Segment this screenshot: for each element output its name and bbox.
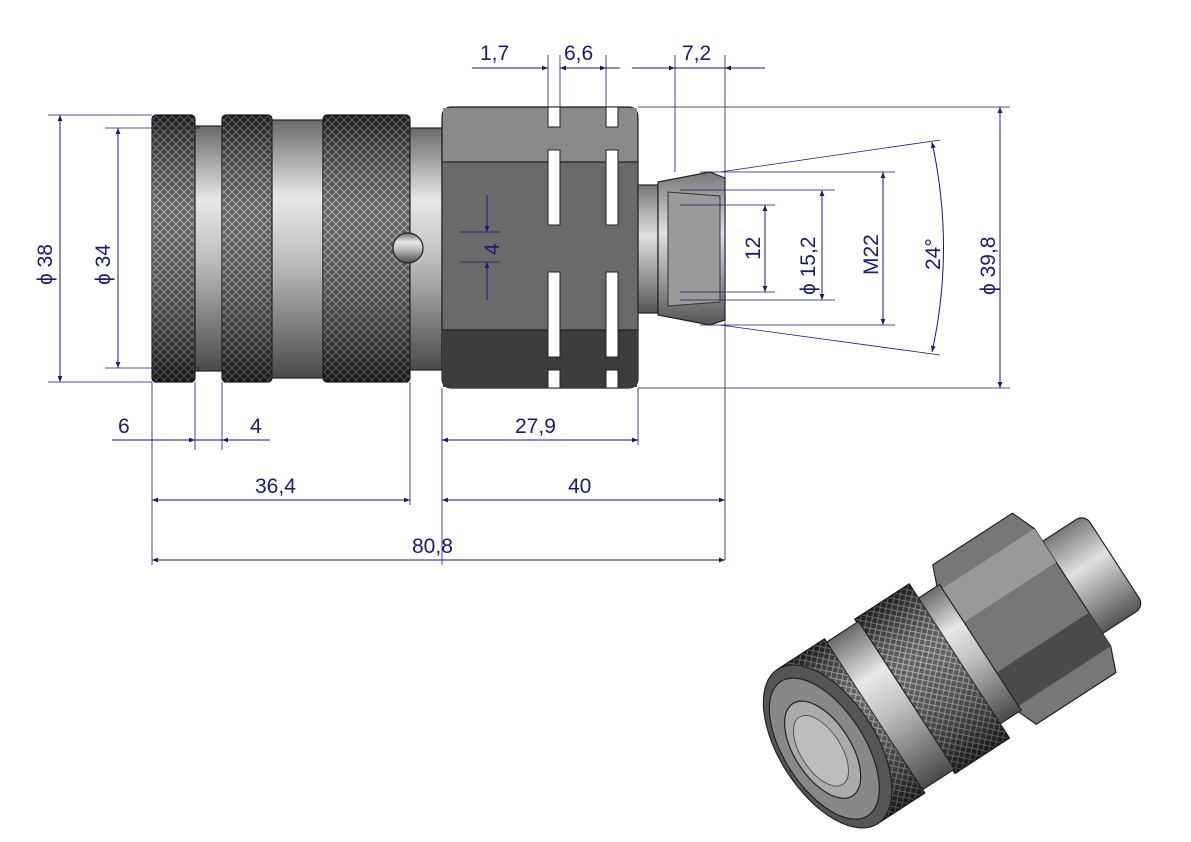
dim-36-4: 36,4: [255, 475, 296, 498]
dim-7-2: 7,2: [682, 42, 711, 65]
dim-ball-4: 4: [481, 243, 504, 255]
dim-40: 40: [568, 475, 591, 498]
dim-dia-34: ϕ 34: [92, 244, 115, 285]
isometric-view: [762, 512, 1142, 829]
locking-ball: [392, 232, 424, 264]
dim-bore-12: 12: [742, 237, 765, 260]
dim-80-8: 80,8: [412, 535, 453, 558]
dim-m22: M22: [860, 234, 883, 275]
dim-27-9: 27,9: [515, 415, 556, 438]
dim-dia-38: ϕ 38: [34, 244, 57, 285]
dim-angle-24: 24°: [922, 238, 945, 270]
dim-dia-39-8: ϕ 39,8: [977, 237, 1000, 295]
dim-1-7: 1,7: [480, 42, 509, 65]
dim-dia-15-2: ϕ 15,2: [797, 237, 820, 295]
dim-6-6: 6,6: [564, 42, 593, 65]
dimensions: 1,7 6,6 7,2 ϕ 38 ϕ 34 4 12 ϕ 15,2 M22 24…: [34, 42, 1010, 565]
dim-6: 6: [118, 415, 130, 438]
dim-4: 4: [250, 415, 262, 438]
side-view: [151, 106, 726, 389]
